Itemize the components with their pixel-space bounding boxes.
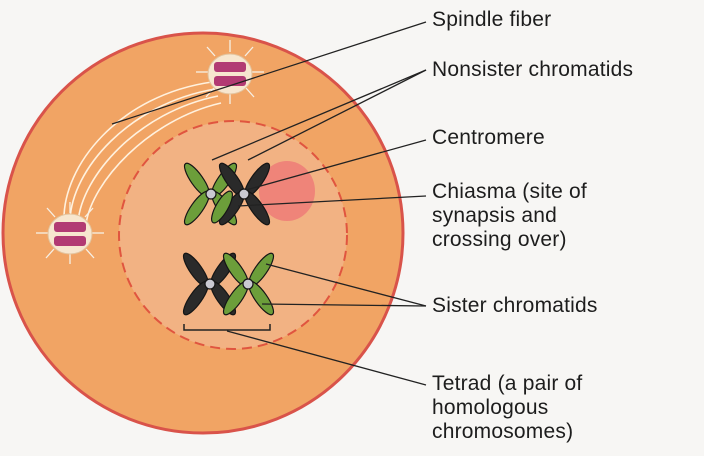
label-chiasma-line-1: Chiasma (site of <box>432 180 587 204</box>
label-tetrad: Tetrad (a pair of homologous chromosomes… <box>432 372 582 444</box>
label-chiasma-line-2: synapsis and <box>432 204 587 228</box>
label-chiasma-line-3: crossing over) <box>432 228 587 252</box>
label-spindle-fiber: Spindle fiber <box>432 8 551 32</box>
label-chiasma: Chiasma (site of synapsis and crossing o… <box>432 180 587 252</box>
label-nonsister-chromatids: Nonsister chromatids <box>432 58 633 82</box>
upper-centromere-left <box>206 189 216 199</box>
label-tetrad-line-1: Tetrad (a pair of <box>432 372 582 396</box>
label-tetrad-line-2: homologous <box>432 396 582 420</box>
label-centromere: Centromere <box>432 126 545 150</box>
upper-centromere-right <box>239 189 249 199</box>
lower-centromere-left <box>205 279 215 289</box>
label-tetrad-line-3: chromosomes) <box>432 420 582 444</box>
lower-centromere-right <box>243 279 253 289</box>
label-sister-chromatids: Sister chromatids <box>432 294 598 318</box>
